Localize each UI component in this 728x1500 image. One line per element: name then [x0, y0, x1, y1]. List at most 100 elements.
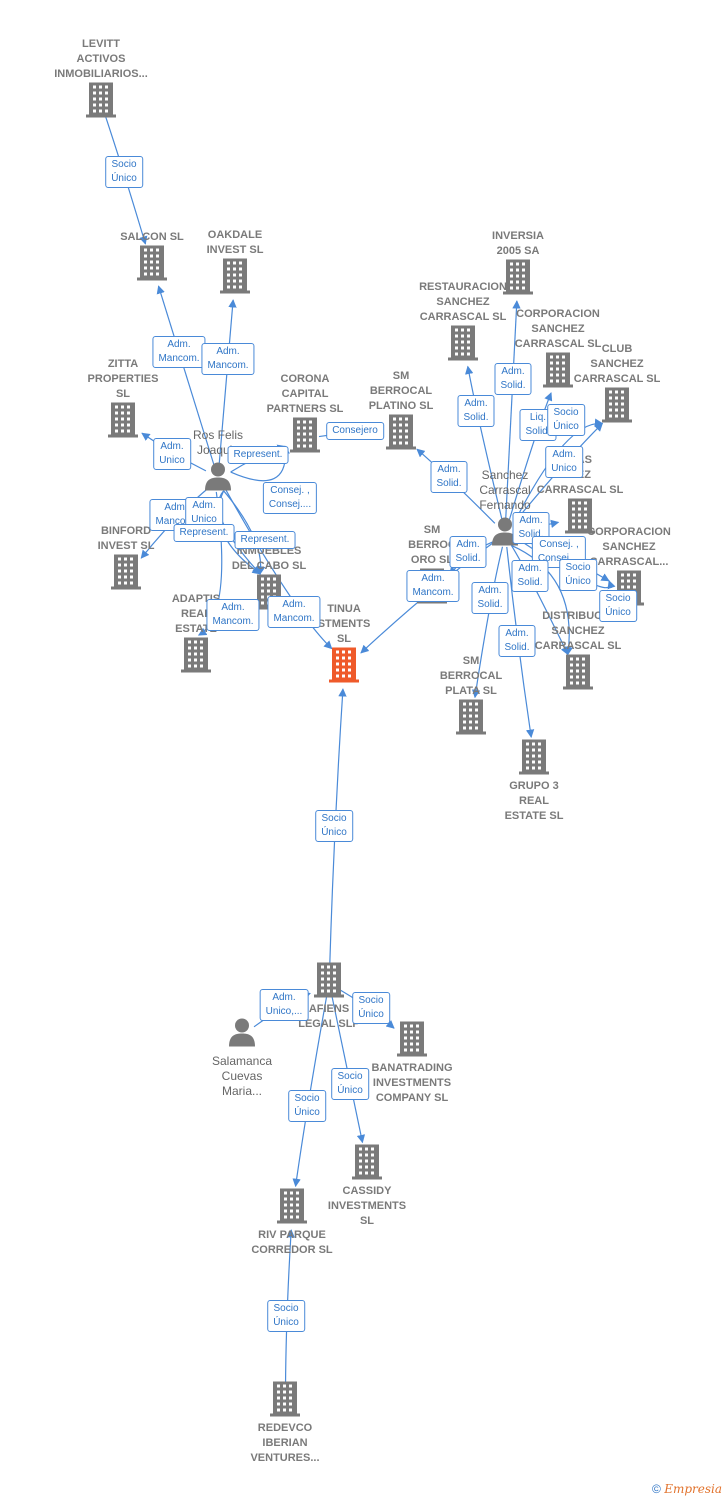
relation-label-line: Socio [111, 159, 137, 170]
focal-company-icon[interactable] [329, 647, 359, 688]
node-label-line: INVEST SL [206, 244, 264, 256]
node-label-line: INVESTMENTS [327, 1200, 407, 1212]
company-building-icon[interactable] [563, 654, 593, 695]
company-building-icon[interactable] [181, 637, 211, 678]
relation-label-line: Único [111, 173, 137, 184]
node-label-line: TINUA [327, 603, 361, 615]
node-label-line: SL [336, 633, 352, 645]
node-label[interactable]: SALCON SL [120, 230, 184, 245]
node-label[interactable]: CASSIDY INVESTMENTS SL [328, 1184, 406, 1229]
company-building-icon[interactable] [448, 325, 478, 366]
company-building-icon[interactable] [137, 245, 167, 286]
company-building-icon[interactable] [565, 498, 595, 539]
node-label-line: CASSIDY [342, 1185, 392, 1197]
node-label-line: LEGAL SLP [298, 1018, 360, 1030]
relation-label-line: Socio [337, 1071, 363, 1082]
relation-label-line: Represent. [233, 449, 283, 460]
company-building-icon[interactable] [397, 1021, 427, 1062]
relation-label-line: Solid. [436, 478, 462, 489]
person-icon[interactable] [490, 516, 520, 551]
node-label-line: REAL [519, 795, 549, 807]
node-label-line: BERROC [408, 539, 456, 551]
node-label-line: REAL [181, 608, 211, 620]
node-label-line: INVERSIA [492, 230, 544, 242]
brand-logo[interactable]: Empresia [664, 1482, 722, 1496]
relation-edge [511, 544, 574, 656]
node-label-line: ESTATE SL [504, 810, 564, 822]
node-label-line: SANCHEZ [590, 358, 644, 370]
relation-label: Adm.Solid. [498, 625, 536, 657]
relation-label: Adm.Mancom. [201, 343, 255, 375]
relation-label-line: Solid. [525, 426, 551, 437]
node-label[interactable]: INVERSIA 2005 SA [492, 229, 544, 259]
relation-label-line: Socio [294, 1093, 320, 1104]
relation-label-line: Único [553, 421, 579, 432]
node-label-line: AFIENS [308, 1003, 350, 1015]
relation-label-line: Mancom. [273, 613, 315, 624]
relation-label-line: Socio [553, 407, 579, 418]
relation-label: Adm.Mancom. [206, 599, 260, 631]
relation-edge [217, 490, 261, 575]
person-icon[interactable] [227, 1017, 257, 1052]
node-label-line: 2005 SA [496, 245, 540, 257]
company-building-icon[interactable] [456, 699, 486, 740]
company-building-icon[interactable] [503, 259, 533, 300]
node-label-line: CARRASCAL SL [573, 373, 661, 385]
company-building-icon[interactable] [86, 82, 116, 123]
company-building-icon[interactable] [220, 258, 250, 299]
relation-label: Represent. [234, 531, 296, 549]
company-building-icon[interactable] [352, 1144, 382, 1185]
company-building-icon[interactable] [386, 414, 416, 455]
company-building-icon[interactable] [270, 1381, 300, 1422]
company-building-icon[interactable] [519, 739, 549, 780]
node-label-line: Sanchez [481, 468, 529, 482]
company-building-icon[interactable] [314, 962, 344, 1003]
company-building-icon[interactable] [111, 554, 141, 595]
relation-label-line: Socio [358, 995, 384, 1006]
company-building-icon[interactable] [602, 387, 632, 428]
company-building-icon[interactable] [543, 352, 573, 393]
relation-label-line: Adm. [164, 502, 188, 513]
company-building-icon[interactable] [277, 1188, 307, 1229]
node-label-line: CORPORACION [587, 526, 671, 538]
person-icon[interactable] [203, 461, 233, 496]
relation-label-line: Consej.... [537, 553, 581, 564]
node-label-line: INVESTMENTS [372, 1077, 452, 1089]
relation-label-line: Socio [565, 562, 591, 573]
node-label-line: SANCHEZ [531, 323, 585, 335]
node-label-line: SL [359, 1215, 375, 1227]
relation-label-line: Solid. [463, 412, 489, 423]
relation-label-line: Socio [321, 813, 347, 824]
node-label-line: ACTIVOS [76, 53, 126, 65]
node-label[interactable]: AFIENS LEGAL SLP [298, 1002, 360, 1032]
company-building-icon[interactable] [290, 417, 320, 458]
relation-label-line: Represent. [240, 534, 290, 545]
company-building-icon[interactable] [108, 402, 138, 443]
relation-label-line: Adm. [464, 398, 488, 409]
node-label-line: PROPERTIES [87, 373, 159, 385]
